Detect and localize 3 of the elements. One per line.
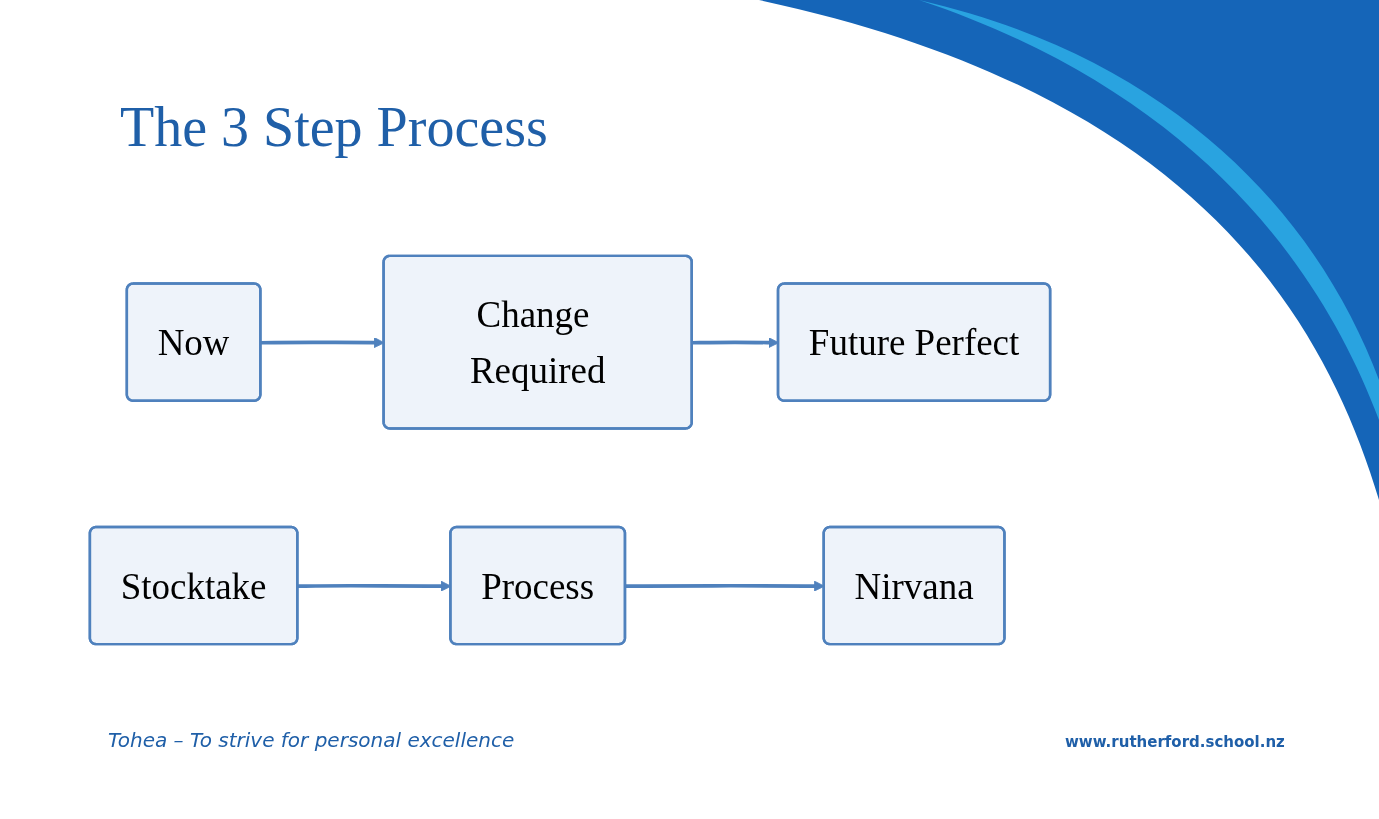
motto-text: Tohea – To strive for personal excellence [108, 728, 515, 752]
slide-title: The 3 Step Process [120, 95, 548, 159]
web-address: www.rutherford.school.nz [1065, 733, 1285, 751]
